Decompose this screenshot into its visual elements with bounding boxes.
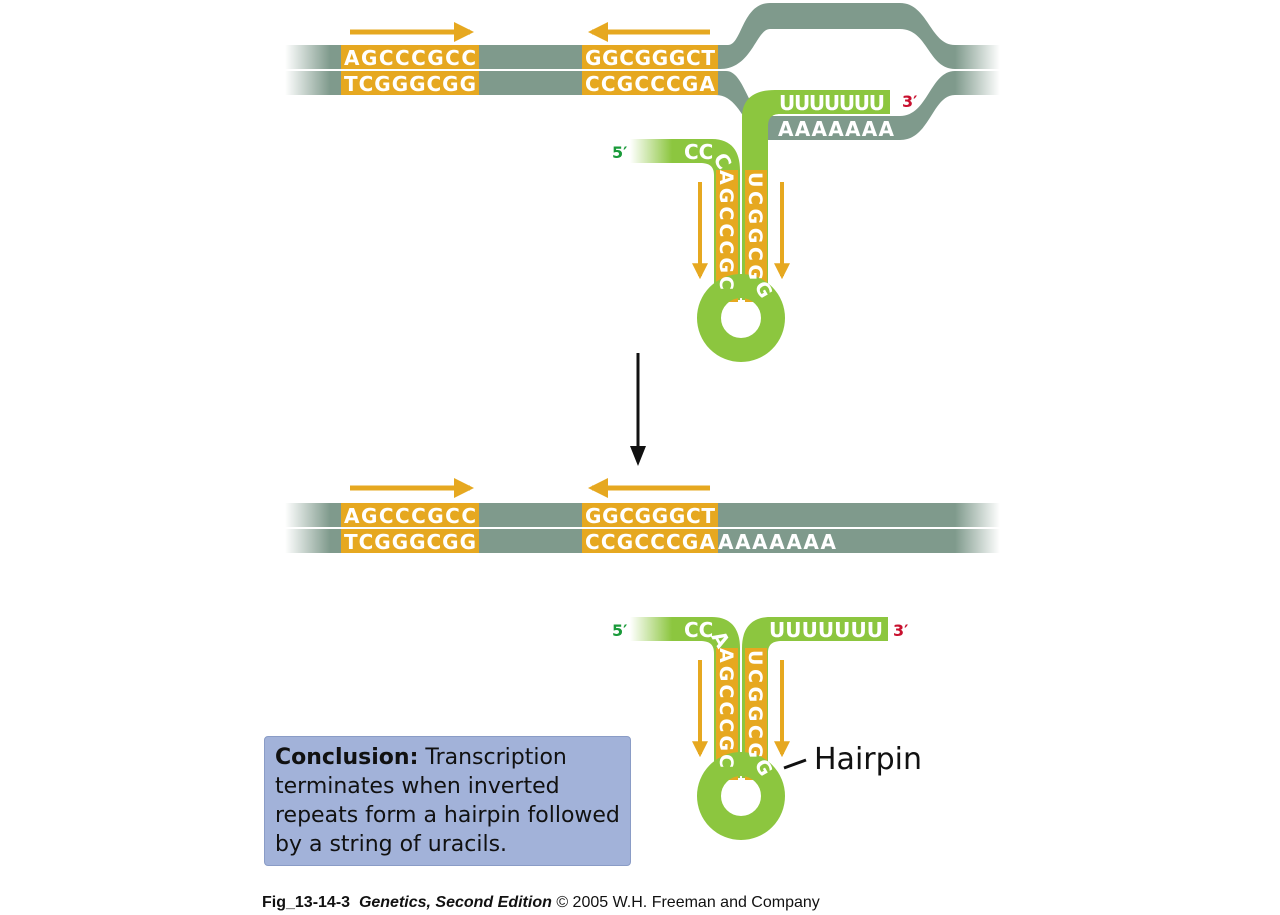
left-repeat-top [341,45,479,69]
three-prime-label: 3′ [893,621,908,640]
right-repeat-bottom-seq: CCGCCCGA [585,72,716,96]
right-repeat-top-seq: GGCGGGCT [585,46,715,70]
three-prime-label: 3′ [902,92,917,111]
rna-start-seq: CC [684,140,713,164]
dna-a-run: AAAAAAA [718,530,837,554]
five-prime-label: 5′ [612,143,627,162]
dna-a-run: AAAAAAA [778,117,895,141]
conclusion-box: Conclusion: Transcription terminates whe… [264,736,631,866]
figure-caption: Fig_13-14-3 Genetics, Second Edition © 2… [262,894,820,912]
rna-start-seq: CC [684,618,713,642]
hairpin-label: Hairpin [814,742,922,777]
right-repeat-top [582,45,718,69]
left-repeat-top [341,503,479,527]
u-tail-seq: UUUUUUU [769,618,883,642]
conclusion-heading: Conclusion: [275,745,419,770]
left-repeat-bottom [341,529,479,553]
top-panel: AGCCCGCC TCGGGCGG GGCGGGCT CCGCCCGA AAAA… [285,3,1000,362]
left-repeat-bottom-seq: TCGGGCGG [344,530,476,554]
book-title: Genetics, Second Edition [358,894,552,911]
released-rna [630,617,888,840]
left-repeat-bottom-seq: TCGGGCGG [344,72,476,96]
u-tail-seq: UUUUUUU [779,91,885,115]
right-repeat-top [582,503,718,527]
hairpin-leader-line [783,758,807,770]
copyright: © 2005 W.H. Freeman and Company [556,894,820,911]
rna-transcript [630,90,890,362]
bottom-panel: AGCCCGCC TCGGGCGG GGCGGGCT CCGCCCGA AAAA… [285,478,1000,840]
stem-left-seq: AGCCCGC [715,170,737,290]
conclusion-text: Transcription terminates when inverted r… [275,745,620,857]
right-repeat-bottom-seq: CCGCCCGA [585,530,716,554]
left-repeat-bottom [341,71,479,95]
right-repeat-top-seq: GGCGGGCT [585,504,715,528]
five-prime-label: 5′ [612,621,627,640]
right-repeat-bottom [582,529,718,553]
stem-left-seq: AGCCCGC [715,648,737,768]
figure-id: Fig_13-14-3 [262,894,351,911]
transition-arrow [630,353,646,466]
right-repeat-bottom [582,71,718,95]
